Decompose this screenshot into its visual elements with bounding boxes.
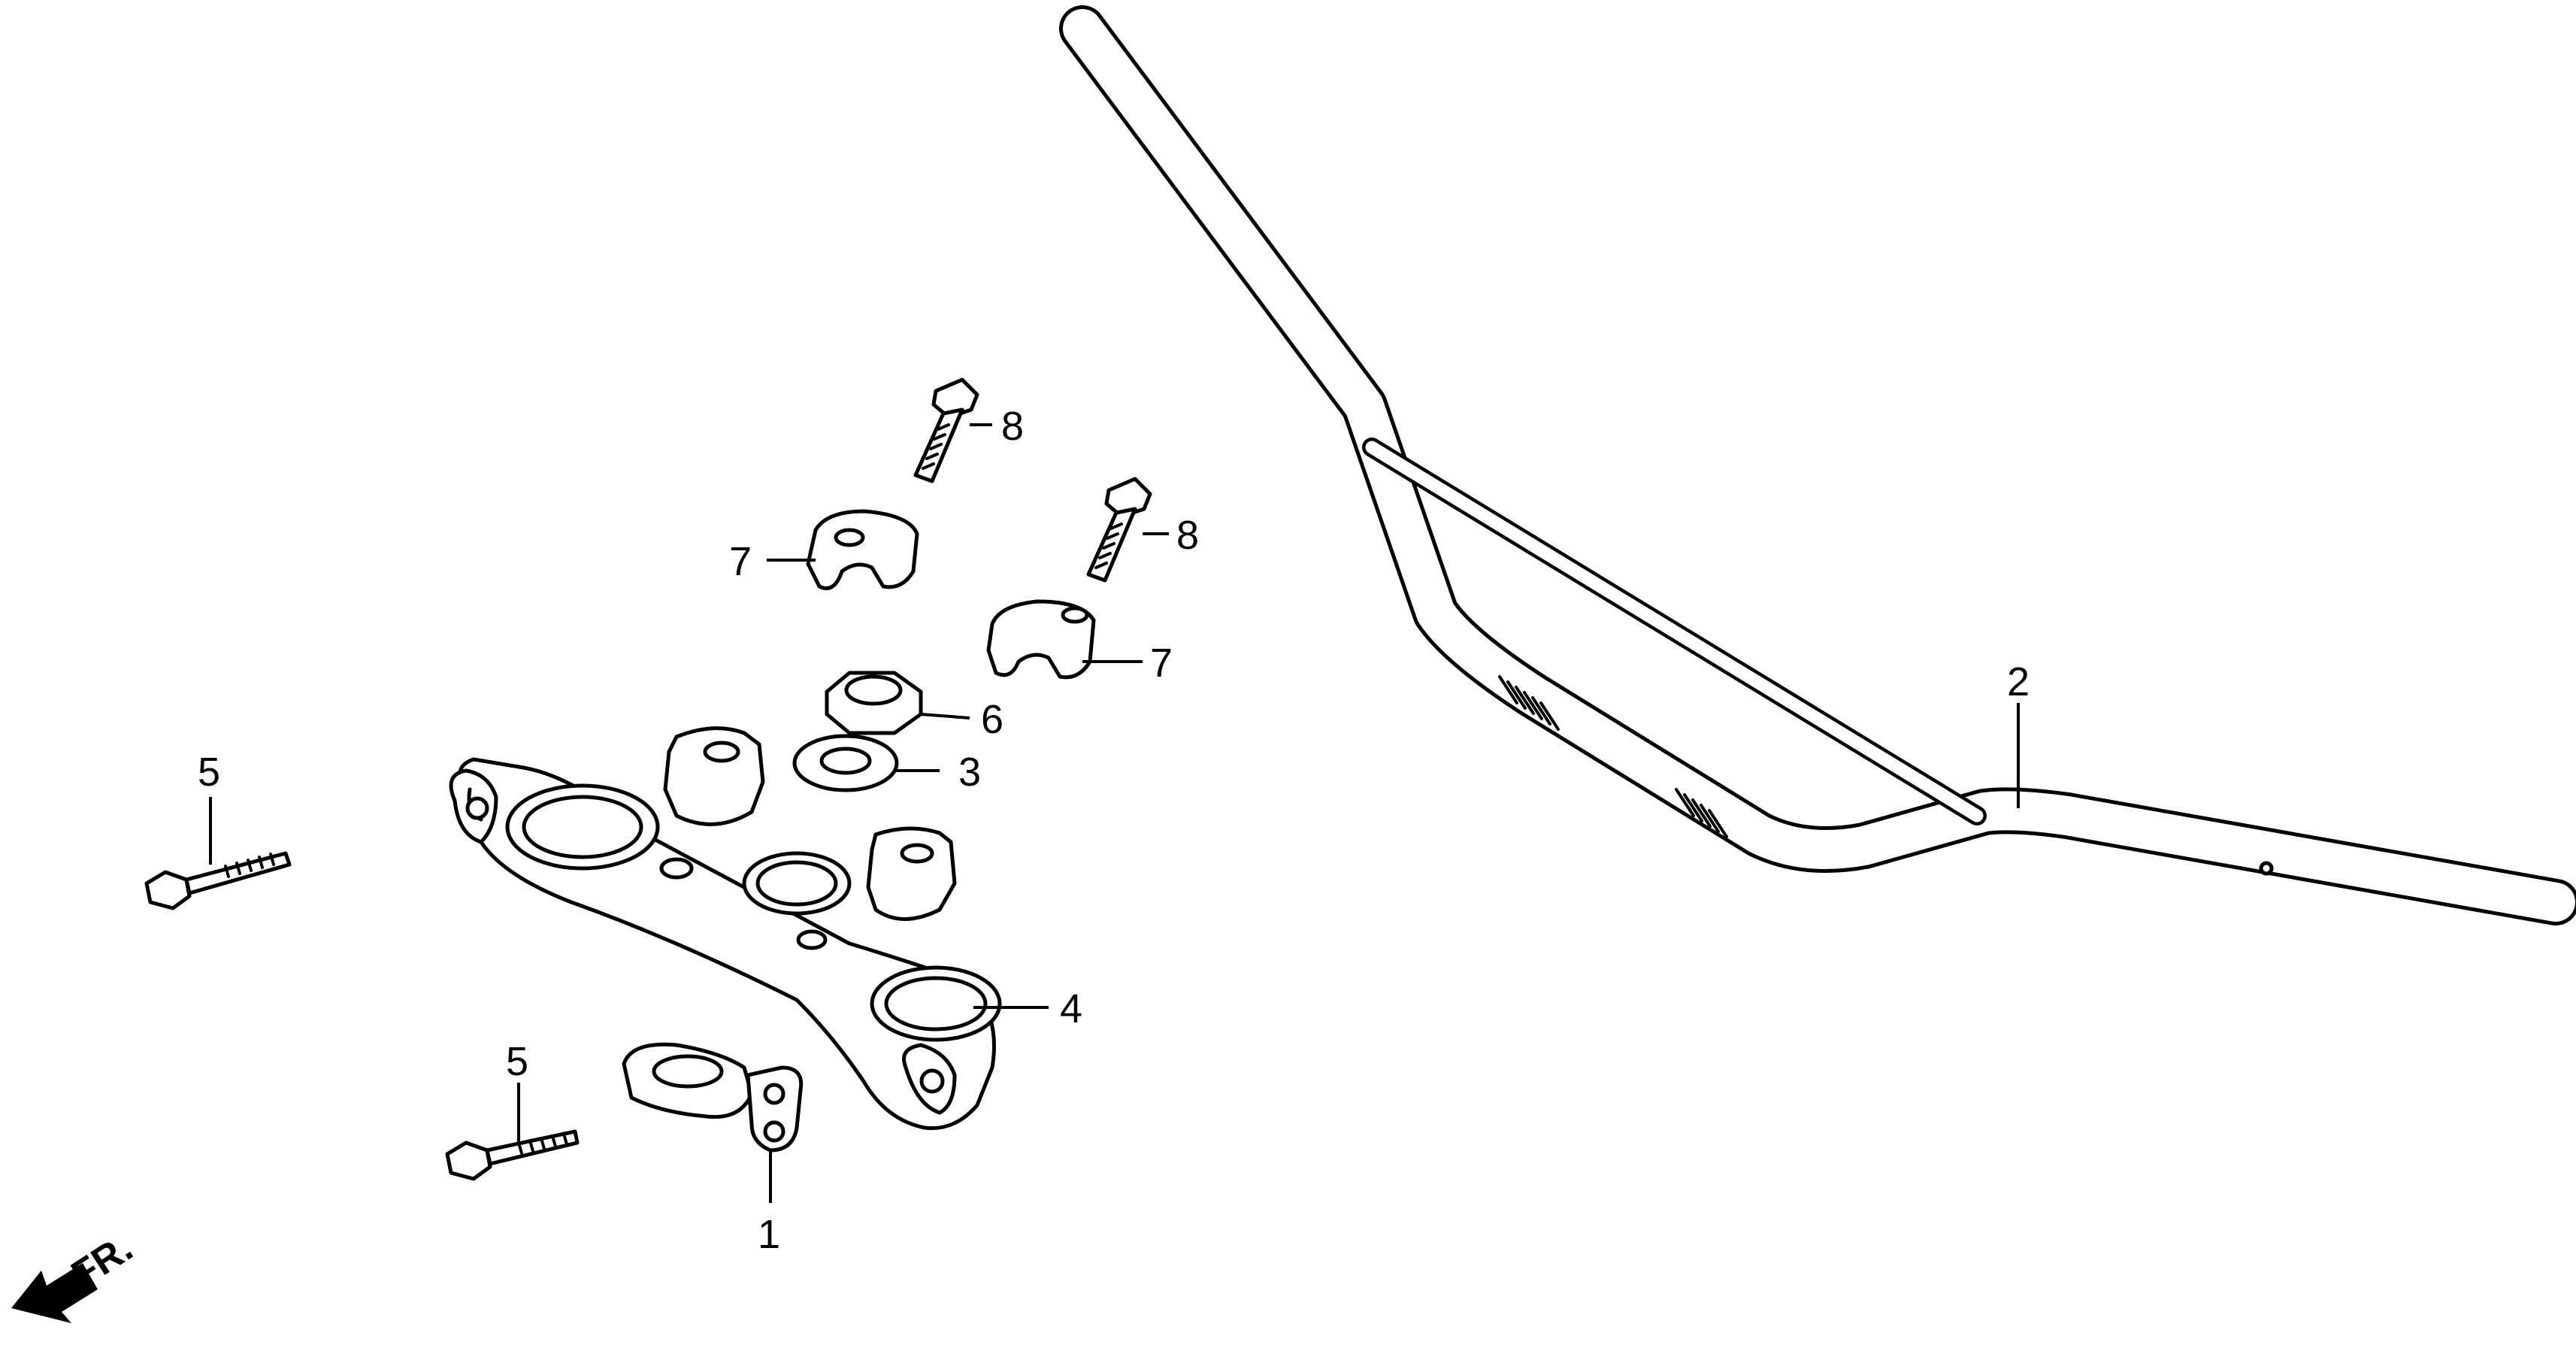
bolt-bottom-5 bbox=[445, 1129, 580, 1181]
callout-4: 4 bbox=[1060, 986, 1082, 1031]
callout-6: 6 bbox=[981, 697, 1003, 742]
callout-7-upper: 7 bbox=[729, 539, 752, 584]
callout-2: 2 bbox=[2007, 659, 2030, 704]
callout-8-upper: 8 bbox=[1001, 404, 1024, 449]
holder-upper bbox=[806, 509, 919, 590]
leader-lines bbox=[209, 423, 2020, 1203]
callout-5-bottom: 5 bbox=[506, 1039, 528, 1084]
knurl-left bbox=[1498, 675, 1560, 731]
bolt-left-5 bbox=[144, 851, 292, 910]
holder-lower bbox=[986, 599, 1096, 680]
bolt-upper-8 bbox=[913, 377, 979, 483]
top-bridge bbox=[449, 726, 1002, 1131]
bolt-lower-8 bbox=[1086, 477, 1152, 583]
callout-7-lower: 7 bbox=[1150, 641, 1173, 686]
callout-5-left: 5 bbox=[198, 750, 220, 795]
callout-3: 3 bbox=[958, 750, 981, 795]
bracket bbox=[622, 1042, 804, 1153]
washer bbox=[792, 734, 899, 792]
handlebar bbox=[1059, 5, 2576, 925]
callout-1: 1 bbox=[758, 1212, 780, 1257]
callout-8-lower: 8 bbox=[1176, 513, 1199, 558]
front-direction-arrow-icon: FR. bbox=[11, 1226, 141, 1323]
nut bbox=[825, 671, 923, 735]
knurl-right bbox=[1675, 788, 1728, 838]
